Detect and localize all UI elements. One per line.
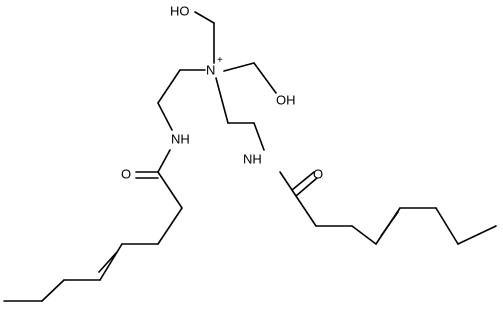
bond-right-chain-6 (435, 207, 459, 245)
bond-c-o-right-a (291, 171, 315, 191)
bond-left-chain-1 (157, 171, 183, 209)
bond-c-c-left1 (157, 69, 181, 104)
bond-left-chain-2 (157, 207, 183, 245)
bond-right-chain-4-double (380, 211, 399, 237)
bond-left-chain-4-double (98, 251, 118, 273)
bond-left-chain-6 (41, 279, 65, 302)
atom-n-center: N (206, 62, 215, 77)
bond-c-o-right-b (295, 177, 318, 197)
bond-n-ch2-right (223, 62, 255, 72)
atom-n-charge: + (217, 55, 223, 66)
atom-o-right: O (313, 166, 323, 181)
bond-c-nh-left (157, 102, 173, 131)
atom-oh-right: OH (276, 92, 296, 107)
bond-right-chain-1 (291, 189, 317, 227)
atom-nh-left: NH (171, 131, 190, 146)
atom-nh-right: NH (243, 151, 262, 166)
bond-ch2-oh-right (253, 62, 277, 94)
bond-nh-c-amide-left (157, 149, 171, 173)
bond-ho-ch2-top (194, 11, 215, 24)
bond-left-chain-4 (99, 243, 123, 281)
atom-oh-top: HO (170, 3, 190, 18)
bond-n-c-right1 (215, 77, 229, 124)
bond-right-chain-7 (457, 225, 497, 245)
bond-right-chain-3 (351, 225, 377, 245)
bond-nh-c-amide-right (279, 171, 293, 191)
atom-o-left: O (121, 166, 131, 181)
bond-c-nh-right (253, 122, 265, 151)
